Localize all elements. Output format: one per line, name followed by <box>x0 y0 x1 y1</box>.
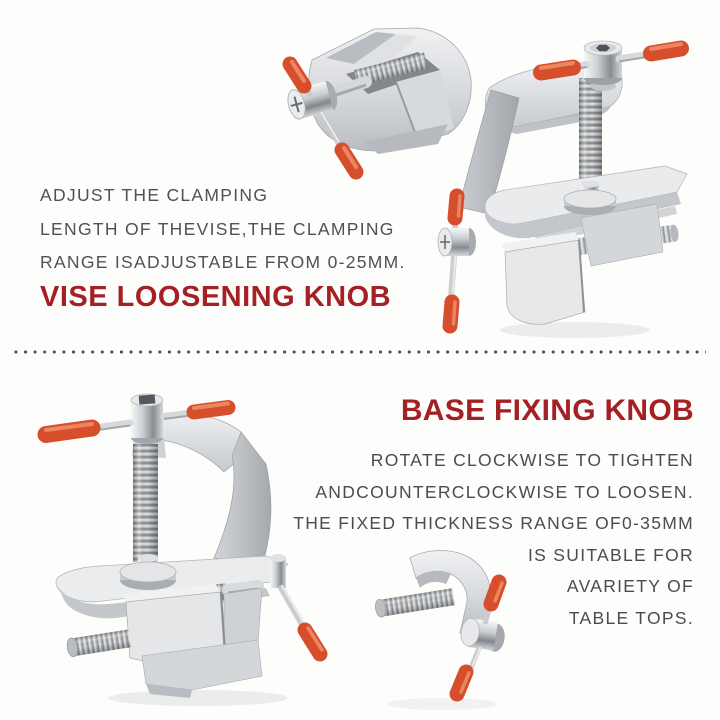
shadow <box>500 322 650 338</box>
red-grip-top <box>282 56 312 94</box>
side-t-handle <box>437 188 476 334</box>
dotted-divider <box>14 350 706 354</box>
vise-knob-description: ADJUST THE CLAMPING LENGTH OF THEVISE,TH… <box>40 179 406 280</box>
description-line: AVARIETY OF <box>566 576 694 597</box>
photo-vise-jaws-closeup <box>282 27 472 180</box>
vise-jaws <box>122 584 263 667</box>
base-fixing-rod <box>270 554 328 662</box>
red-grip-left <box>37 419 101 443</box>
photo-mini-clamp-front <box>437 40 689 338</box>
description-line: ANDCOUNTERCLOCKWISE TO LOOSEN. <box>315 481 694 502</box>
screw-washer <box>563 180 617 215</box>
screw-washer <box>119 554 177 590</box>
clamp-left-spine <box>458 89 520 215</box>
threaded-screw <box>375 588 455 618</box>
square-socket <box>138 394 156 405</box>
description-line: IS SUITABLE FOR <box>527 544 694 565</box>
jaw-screw <box>324 52 428 100</box>
description-line: THE FIXED THICKNESS RANGE OF0-35MM <box>293 513 694 534</box>
shadow <box>108 690 288 706</box>
t-handle-with-red-grips <box>449 574 507 702</box>
t-handle-with-red-grips <box>282 56 364 180</box>
screw-head <box>287 80 338 120</box>
photo-mini-clamp-rear <box>37 393 328 706</box>
vertical-threaded-screw <box>133 444 158 562</box>
description-line: TABLE TOPS. <box>568 607 694 628</box>
base-block <box>141 639 263 698</box>
heading-vise-loosening-knob: VISE LOOSENING KNOB <box>40 281 392 313</box>
red-grip-bottom <box>442 294 460 334</box>
vise-jaws <box>501 203 664 325</box>
base-knob-description: BASE FIXING KNOB ROTATE CLOCKWISE TO TIG… <box>293 393 694 635</box>
description-line: RANGE ISADJUSTABLE FROM 0-25MM. <box>40 252 406 272</box>
red-grip-right <box>643 40 689 62</box>
red-grip-right <box>186 400 236 420</box>
red-grip-top <box>483 574 507 612</box>
top-screw-head <box>130 393 164 444</box>
description-line: ADJUST THE CLAMPING <box>40 185 269 205</box>
top-screw-head <box>583 40 623 91</box>
description-line: LENGTH OF THEVISE,THE CLAMPING <box>40 218 395 239</box>
description-line: ROTATE CLOCKWISE TO TIGHTEN <box>370 450 694 470</box>
top-t-handle <box>533 40 689 81</box>
photo-base-clamp-screw <box>375 550 507 710</box>
red-grip-bottom <box>334 142 364 180</box>
red-grip-top <box>447 188 465 226</box>
shadow <box>387 698 497 710</box>
red-grip-left <box>533 59 581 81</box>
top-t-handle <box>37 400 236 443</box>
hex-socket <box>596 44 610 52</box>
red-grip <box>297 622 328 662</box>
heading-base-fixing-knob: BASE FIXING KNOB <box>400 394 694 427</box>
protruding-screw <box>66 629 132 658</box>
red-grip-bottom <box>449 664 474 702</box>
vertical-threaded-screw <box>579 78 602 190</box>
screw-head <box>460 617 505 652</box>
